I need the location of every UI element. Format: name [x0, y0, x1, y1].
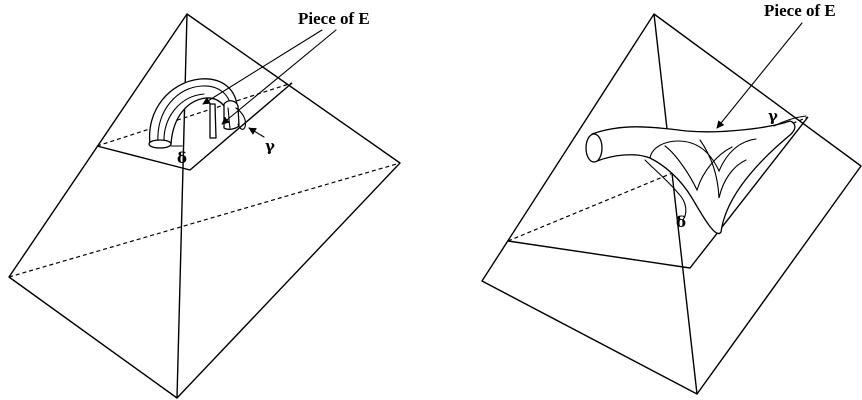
left-panel: Piece of E γ δ [9, 9, 400, 398]
left-tube-end [149, 140, 171, 148]
right-pyramid [482, 14, 861, 394]
left-pyramid-outline [9, 14, 400, 398]
right-horn-body [592, 121, 795, 234]
left-gamma-label: γ [265, 137, 275, 155]
right-piece-label: Piece of E [764, 1, 836, 20]
left-pyramid [9, 14, 400, 398]
right-tube-end [586, 134, 602, 162]
left-fin-front [224, 101, 239, 130]
right-panel: Piece of E γ δ [482, 1, 861, 394]
right-surface-piece [586, 116, 806, 234]
left-fin-back [210, 104, 216, 138]
left-piece-label: Piece of E [298, 9, 370, 28]
left-pyramid-hidden-edge [9, 163, 400, 277]
right-pyramid-outline [482, 14, 861, 394]
right-delta-label: δ [676, 213, 686, 231]
right-gamma-label: γ [768, 107, 778, 125]
left-pyramid-apex-edge [177, 14, 187, 398]
right-pyramid-apex-edge [654, 14, 697, 394]
left-pointer-arrow-2 [222, 30, 336, 124]
right-pointer-arrow [717, 23, 802, 128]
left-gamma-pointer [249, 128, 264, 137]
left-pointer-arrow-1 [203, 30, 322, 104]
left-delta-label: δ [177, 149, 187, 167]
